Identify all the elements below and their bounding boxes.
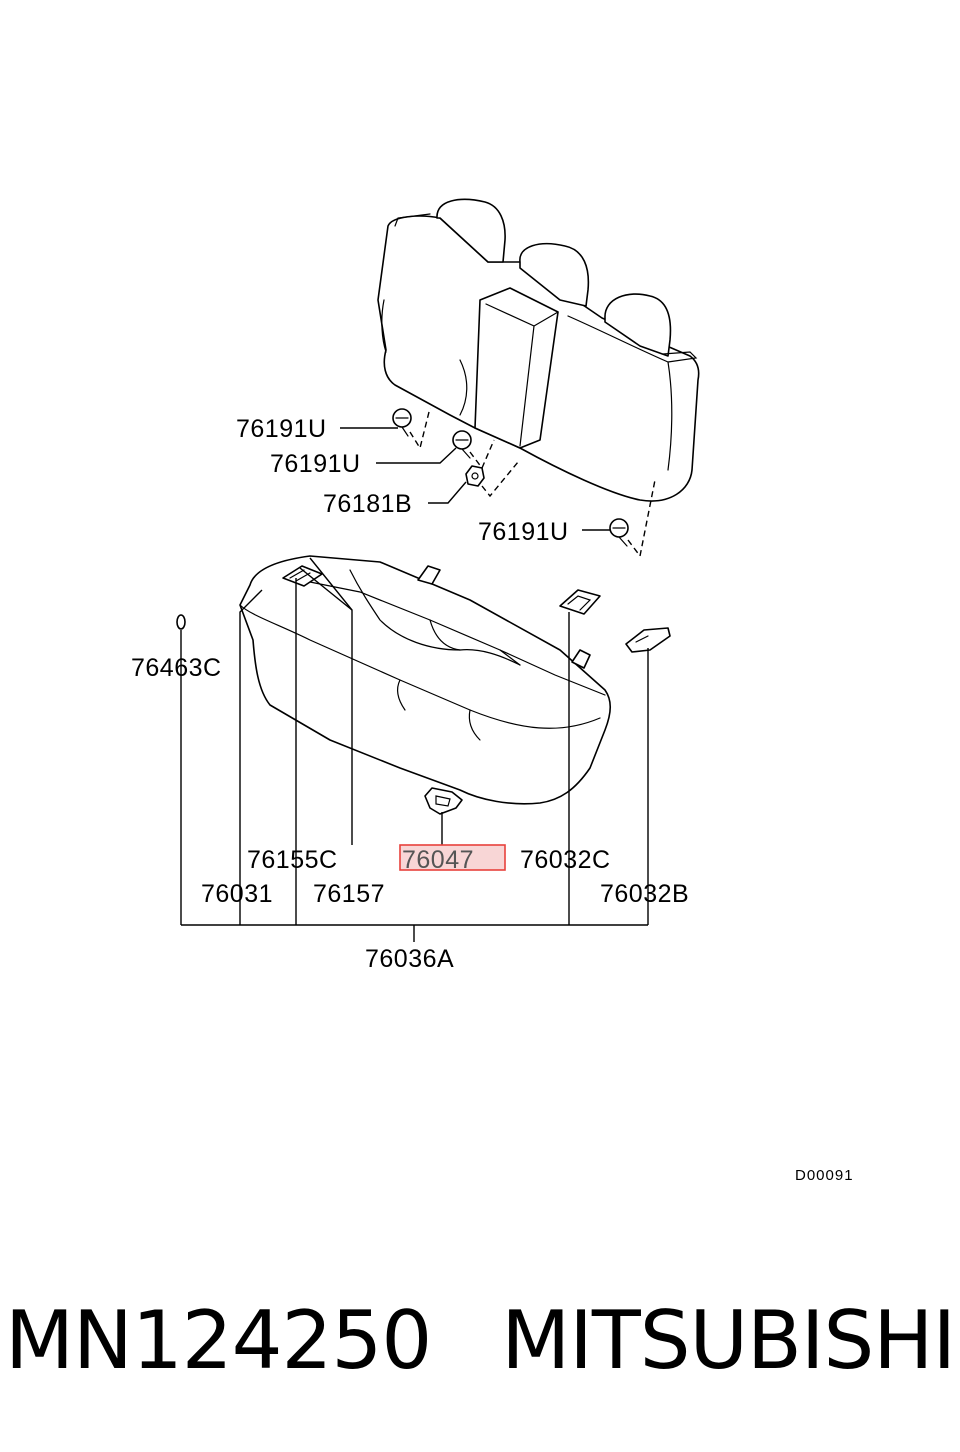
label-76032c[interactable]: 76032C (520, 846, 611, 874)
label-76032b[interactable]: 76032B (600, 880, 689, 908)
label-76463c[interactable]: 76463C (131, 654, 222, 682)
label-76047-highlighted[interactable]: 76047 (402, 846, 474, 874)
bolt-3-part (609, 518, 629, 547)
nut-part (465, 465, 485, 487)
bolt-1-part (392, 408, 412, 437)
label-76036a[interactable]: 76036A (365, 945, 454, 973)
label-76157[interactable]: 76157 (313, 880, 385, 908)
brand-name: MITSUBISHI (501, 1293, 956, 1387)
part-number: MN124250 (4, 1293, 432, 1387)
label-76191u-3[interactable]: 76191U (478, 518, 569, 546)
seat-back (377, 198, 700, 502)
bracket-76032b-part (625, 627, 671, 653)
highlight-box (399, 844, 506, 871)
diagram-code: D00091 (795, 1167, 854, 1184)
seat-cushion (239, 555, 612, 805)
clip-part (176, 614, 186, 630)
label-76155c[interactable]: 76155C (247, 846, 338, 874)
label-76181b[interactable]: 76181B (323, 490, 412, 518)
label-76031[interactable]: 76031 (201, 880, 273, 908)
footer-caption: MN124250 MITSUBISHI (0, 1290, 960, 1390)
clip-76047-part (424, 787, 463, 815)
parts-diagram: 76191U 76191U 76181B 76191U 76463C 76155… (131, 198, 854, 1184)
bolt-2-part (452, 430, 472, 459)
label-76191u-2[interactable]: 76191U (270, 450, 361, 478)
leader-lines (180, 407, 656, 942)
bracket-76032c-part (559, 589, 601, 615)
label-76191u-1[interactable]: 76191U (236, 415, 327, 443)
